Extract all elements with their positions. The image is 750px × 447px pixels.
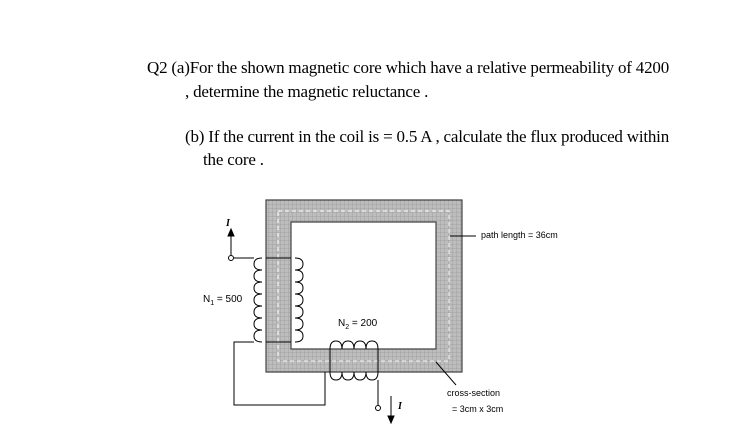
n1-label: N1 = 500	[203, 294, 242, 307]
path-length-label: path length = 36cm	[481, 230, 558, 240]
question-line-2: , determine the magnetic reluctance .	[185, 82, 429, 101]
mean-path-line	[277, 210, 450, 362]
coil-n2-leads	[375, 380, 395, 425]
coil-n1-leads	[227, 227, 326, 406]
magnetic-core	[265, 199, 463, 373]
n2-subscript: 2	[345, 324, 350, 331]
n1-symbol: N	[203, 294, 211, 305]
cross-section-leader	[435, 361, 457, 386]
n1-value: = 500	[214, 294, 243, 305]
current-label-top: I	[226, 218, 230, 229]
cross-section-label-1: cross-section	[447, 388, 501, 398]
current-label-bottom: I	[398, 401, 402, 412]
n2-value: = 200	[349, 318, 378, 329]
n1-subscript: 1	[210, 300, 215, 307]
cross-section-label-2: = 3cm x 3cm	[452, 404, 504, 414]
question-line-4: the core .	[203, 150, 264, 169]
n2-symbol: N	[338, 318, 346, 329]
coil-n1	[253, 257, 304, 343]
n2-label: N2 = 200	[338, 318, 377, 331]
question-line-3: (b) If the current in the coil is = 0.5 …	[185, 127, 670, 146]
coil-n2	[329, 340, 379, 381]
question-line-1: Q2 (a)For the shown magnetic core which …	[147, 58, 670, 77]
